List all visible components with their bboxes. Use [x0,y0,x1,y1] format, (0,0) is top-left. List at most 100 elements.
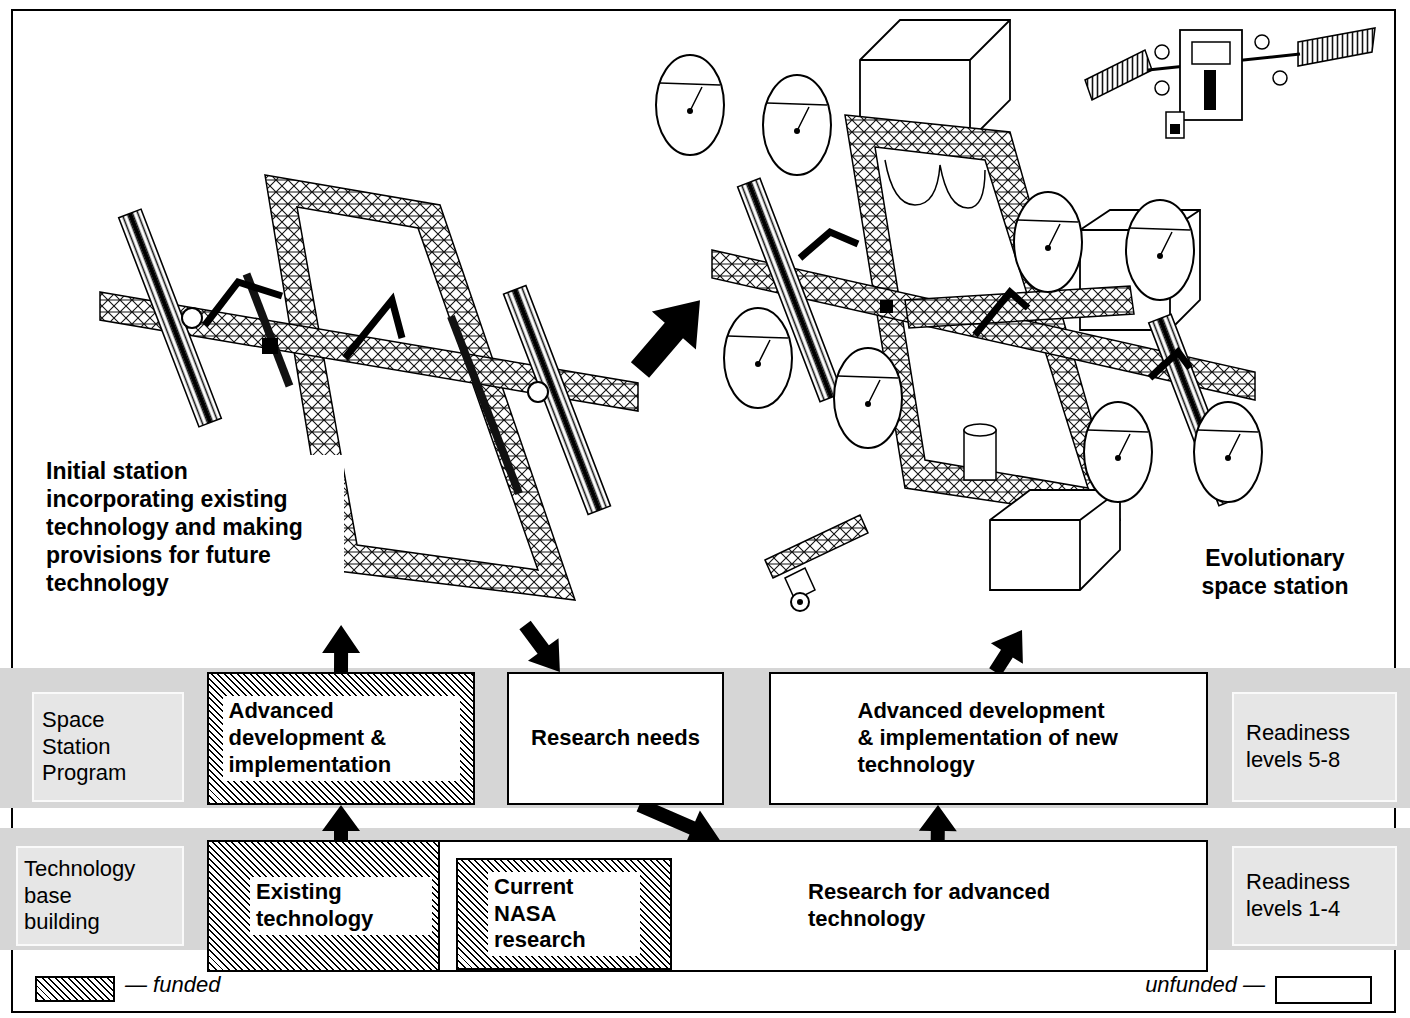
antenna-dish [1014,192,1082,292]
band-label-text: Space Station Program [42,707,174,787]
satellite [1255,35,1269,49]
block-arrow [631,300,700,378]
truss-keel [905,286,1134,328]
antenna-dish [1126,200,1194,300]
station-label-region: Evolutionary space station [700,10,1400,630]
manipulator-arm [205,282,282,325]
satellite [1180,30,1242,120]
rotary-joint [528,382,548,402]
legend-text: — funded [125,972,220,998]
solar-array [119,209,222,427]
band-label-text: Readiness levels 1-4 [1246,869,1383,923]
antenna-dish [1198,430,1258,458]
box-text: Initial station incorporating existing t… [40,455,344,599]
block-arrow [989,630,1023,676]
radiator [447,315,523,495]
antenna-dish [656,55,724,155]
funded-box: Existing technology [207,840,475,972]
radiator [447,315,523,495]
evolutionary-station [656,20,1262,590]
node-block [262,338,278,354]
free-flyer [797,599,803,605]
solar-array [504,286,611,515]
antenna-dish [838,376,898,404]
antenna-dish [724,308,792,408]
box-text: Research needs [531,725,700,752]
solar-array [504,286,611,515]
satellite [1298,28,1375,66]
free-flyer [765,515,868,578]
unfunded-box: Advanced development & implementation of… [769,672,1208,805]
unfunded-box: Research for advanced technology Current … [438,840,1208,972]
box-text: Evolutionary space station [1185,544,1365,600]
band-label-text: Technology base building [24,856,144,936]
satellite [1166,112,1184,138]
antenna-dish [1194,402,1262,502]
band-label: Readiness levels 5-8 [1232,692,1397,802]
antenna-dish [1045,245,1051,251]
box-text: Existing technology [250,877,432,935]
legend-text: unfunded — [1145,972,1265,998]
antenna-dish [1018,220,1078,248]
band-label: Readiness levels 1-4 [1232,846,1397,946]
legend-swatch [35,976,115,1002]
funded-box: Current NASA research [456,858,672,970]
box-text: Advanced development & implementation of… [858,698,1120,778]
manipulator-arm [345,300,402,358]
antenna-dish [1194,402,1262,502]
manipulator-arm [800,232,858,258]
tank [964,424,996,480]
manipulator-arm [1150,352,1190,378]
antenna-dish [660,83,720,111]
station-label-region: Initial station incorporating existing t… [35,180,640,625]
node-block [880,300,893,313]
antenna-dish [763,75,831,175]
antenna-dish [755,361,761,367]
solar-array [513,289,601,511]
unfunded-box: Research needs [507,672,724,805]
satellite [1085,50,1152,100]
block-arrow [519,621,560,672]
program-band [0,668,1410,808]
module [990,490,1120,590]
antenna-dish [1014,192,1082,292]
satellite [1192,42,1230,64]
antenna-dish [865,401,871,407]
band-label: Space Station Program [32,692,184,802]
antenna-dish [656,55,1262,502]
funded-box: Advanced development & implementation [207,672,475,805]
band-label-text: Readiness levels 5-8 [1246,720,1383,774]
module [885,160,985,208]
satellite [1273,71,1287,85]
antenna-dish [1084,402,1152,502]
antenna-dish [1225,455,1231,461]
antenna-dish [767,103,827,131]
satellite [1170,124,1180,134]
band-label: Technology base building [16,846,184,946]
antenna-dish [1115,455,1121,461]
antenna-dish [728,336,788,364]
block-arrow [637,799,720,846]
satellite [1085,28,1375,138]
antenna-dish [763,75,831,175]
antenna-dish [834,348,902,448]
antenna-dish [794,128,800,134]
satellite [1155,81,1169,95]
antenna-dish [1088,430,1148,458]
antenna-dish [1157,253,1163,259]
box-text: Research for advanced technology [808,879,1108,933]
free-flyer [765,515,868,611]
antenna-dish [1126,200,1194,300]
antenna-dish [834,348,902,448]
rotary-joint [182,308,202,328]
frame [12,10,1395,1012]
antenna-dish [656,55,724,155]
box-text: Current NASA research [488,872,640,956]
block-arrow [919,805,957,840]
satellite [1155,45,1169,59]
antenna-dish [1084,402,1152,502]
tank [964,430,996,480]
box-text: Advanced development & implementation [223,696,460,780]
free-flyer [791,593,809,611]
